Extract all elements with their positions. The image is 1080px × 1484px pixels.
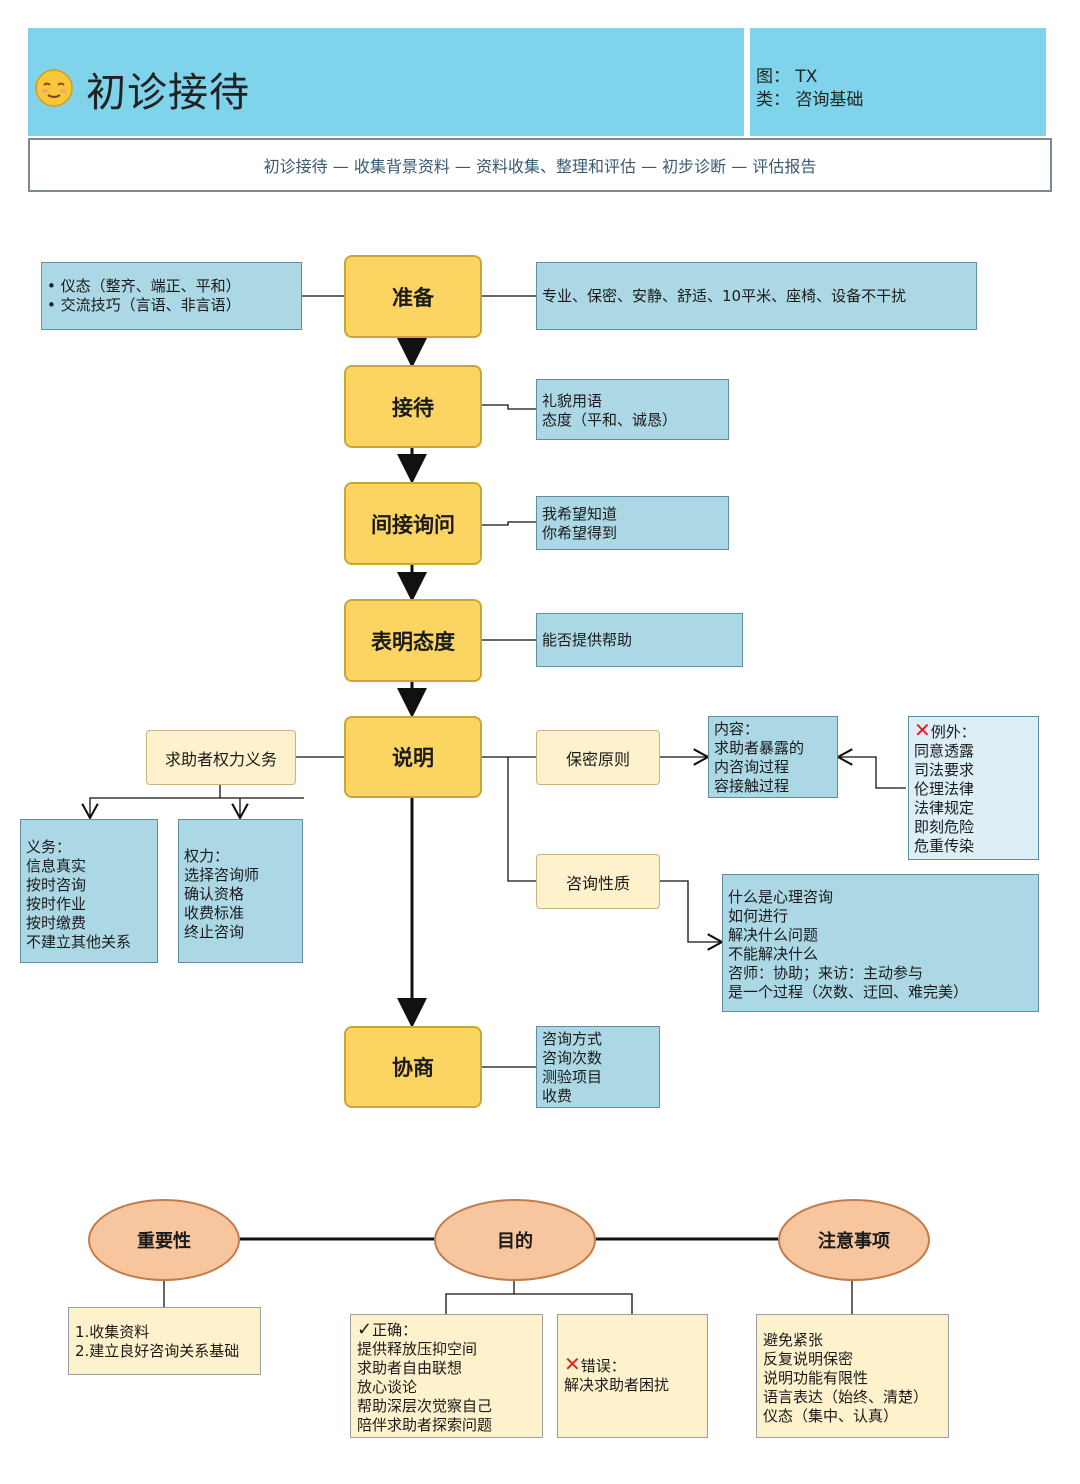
- note-line: 内容：: [714, 720, 760, 738]
- meta-category: 类： 咨询基础: [756, 90, 864, 110]
- note-line: • 仪态（整齐、端正、平和）: [47, 277, 241, 295]
- note-line: 义务：: [26, 838, 72, 856]
- note-line: 如何进行: [728, 907, 789, 925]
- note-line: 容接触过程: [714, 777, 790, 795]
- red-cross-icon: ✕: [914, 718, 931, 742]
- note-line: 咨师：协助；来访：主动参与: [728, 964, 924, 982]
- note-duties: 义务： 信息真实 按时咨询 按时作业 按时缴费 不建立其他关系: [20, 819, 158, 963]
- note-line: 反复说明保密: [763, 1350, 854, 1368]
- note-line: 收费: [542, 1087, 573, 1105]
- note-wrong: ✕错误： 解决求助者困扰: [557, 1314, 708, 1438]
- note-line: 能否提供帮助: [542, 631, 633, 649]
- note-inquiry: 我希望知道 你希望得到: [536, 496, 729, 550]
- label-confidentiality: 保密原则: [536, 730, 660, 785]
- note-line: 咨询次数: [542, 1049, 603, 1067]
- note-prepare-left: • 仪态（整齐、端正、平和） • 交流技巧（言语、非言语）: [41, 262, 302, 330]
- note-line: 司法要求: [914, 761, 975, 779]
- meta-figure: 图： TX: [756, 67, 818, 87]
- step-indirect-inquiry: 间接询问: [344, 482, 482, 565]
- header-meta-panel: [750, 28, 1046, 136]
- note-correct: ✓正确： 提供释放压抑空间 求助者自由联想 放心谈论 帮助深层次觉察自己 陪伴求…: [350, 1314, 543, 1438]
- note-line: 说明功能有限性: [763, 1369, 869, 1387]
- note-line: 避免紧张: [763, 1331, 824, 1349]
- note-line: 咨询方式: [542, 1030, 603, 1048]
- note-exceptions: ✕例外： 同意透露 司法要求 伦理法律 法律规定 即刻危险 危重传染: [908, 716, 1039, 860]
- note-line: 态度（平和、诚恳）: [542, 411, 678, 429]
- exceptions-title: 例外：: [930, 723, 976, 741]
- note-line: 内咨询过程: [714, 758, 790, 776]
- note-line: • 交流技巧（言语、非言语）: [47, 296, 241, 314]
- note-line: 伦理法律: [914, 780, 975, 798]
- note-line: 是一个过程（次数、迂回、难完美）: [728, 983, 969, 1001]
- header-banner: [28, 28, 744, 136]
- note-line: 信息真实: [26, 857, 87, 875]
- note-line: 帮助深层次觉察自己: [357, 1397, 493, 1415]
- note-reception: 礼貌用语 态度（平和、诚恳）: [536, 379, 729, 440]
- ellipse-cautions: 注意事项: [778, 1199, 930, 1281]
- note-line: 什么是心理咨询: [728, 888, 834, 906]
- note-line: 语言表达（始终、清楚）: [763, 1388, 929, 1406]
- step-negotiation: 协商: [344, 1026, 482, 1108]
- step-reception: 接待: [344, 365, 482, 448]
- step-explain: 说明: [344, 716, 482, 798]
- check-icon: ✓: [357, 1319, 373, 1340]
- note-line: 不能解决什么: [728, 945, 819, 963]
- note-line: 法律规定: [914, 799, 975, 817]
- note-line: 放心谈论: [357, 1378, 418, 1396]
- note-line: 求助者自由联想: [357, 1359, 463, 1377]
- label-consultation-nature: 咨询性质: [536, 854, 660, 909]
- note-line: 我希望知道: [542, 505, 618, 523]
- note-line: 按时缴费: [26, 914, 87, 932]
- exceptions-title-line: ✕例外：: [914, 718, 1033, 742]
- note-line: 终止咨询: [184, 923, 245, 941]
- note-line: 仪态（集中、认真）: [763, 1407, 899, 1425]
- note-line: 解决什么问题: [728, 926, 819, 944]
- note-rights: 权力： 选择咨询师 确认资格 收费标准 终止咨询: [178, 819, 303, 963]
- note-consultation-nature: 什么是心理咨询 如何进行 解决什么问题 不能解决什么 咨师：协助；来访：主动参与…: [722, 874, 1039, 1012]
- note-line: 解决求助者困扰: [564, 1376, 670, 1394]
- ellipse-importance: 重要性: [88, 1199, 240, 1281]
- wrong-title-line: ✕错误：: [564, 1352, 701, 1376]
- note-line: 收费标准: [184, 904, 245, 922]
- step-attitude: 表明态度: [344, 599, 482, 682]
- relieved-face-icon: [34, 68, 74, 108]
- note-line: 确认资格: [184, 885, 245, 903]
- note-attitude: 能否提供帮助: [536, 613, 743, 667]
- note-cautions: 避免紧张 反复说明保密 说明功能有限性 语言表达（始终、清楚） 仪态（集中、认真…: [756, 1314, 949, 1438]
- label-rights-duties: 求助者权力义务: [146, 730, 296, 785]
- ellipse-purpose: 目的: [434, 1199, 596, 1281]
- note-line: 测验项目: [542, 1068, 603, 1086]
- note-line: 按时咨询: [26, 876, 87, 894]
- note-line: 提供释放压抑空间: [357, 1340, 478, 1358]
- red-cross-icon: ✕: [564, 1352, 581, 1376]
- note-line: 按时作业: [26, 895, 87, 913]
- page-title: 初诊接待: [86, 70, 250, 116]
- correct-title: 正确：: [372, 1321, 418, 1339]
- note-importance: 1.收集资料 2.建立良好咨询关系基础: [68, 1307, 261, 1375]
- process-flow-bar: 初诊接待 — 收集背景资料 — 资料收集、整理和评估 — 初步诊断 — 评估报告: [28, 138, 1052, 192]
- note-line: 即刻危险: [914, 818, 975, 836]
- note-line: 1.收集资料: [75, 1323, 150, 1341]
- note-prepare-right: 专业、保密、安静、舒适、10平米、座椅、设备不干扰: [536, 262, 977, 330]
- note-line: 危重传染: [914, 837, 975, 855]
- note-line: 专业、保密、安静、舒适、10平米、座椅、设备不干扰: [542, 287, 907, 305]
- note-line: 不建立其他关系: [26, 933, 132, 951]
- note-line: 礼貌用语: [542, 392, 603, 410]
- note-line: 选择咨询师: [184, 866, 260, 884]
- note-negotiation: 咨询方式 咨询次数 测验项目 收费: [536, 1026, 660, 1108]
- wrong-title: 错误：: [580, 1357, 626, 1375]
- note-line: 求助者暴露的: [714, 739, 805, 757]
- note-line: 权力：: [184, 847, 230, 865]
- note-line: 2.建立良好咨询关系基础: [75, 1342, 240, 1360]
- correct-title-line: ✓正确：: [357, 1320, 536, 1340]
- note-confidentiality-content: 内容： 求助者暴露的 内咨询过程 容接触过程: [708, 716, 838, 798]
- step-prepare: 准备: [344, 255, 482, 338]
- note-line: 你希望得到: [542, 524, 618, 542]
- note-line: 同意透露: [914, 742, 975, 760]
- note-line: 陪伴求助者探索问题: [357, 1416, 493, 1434]
